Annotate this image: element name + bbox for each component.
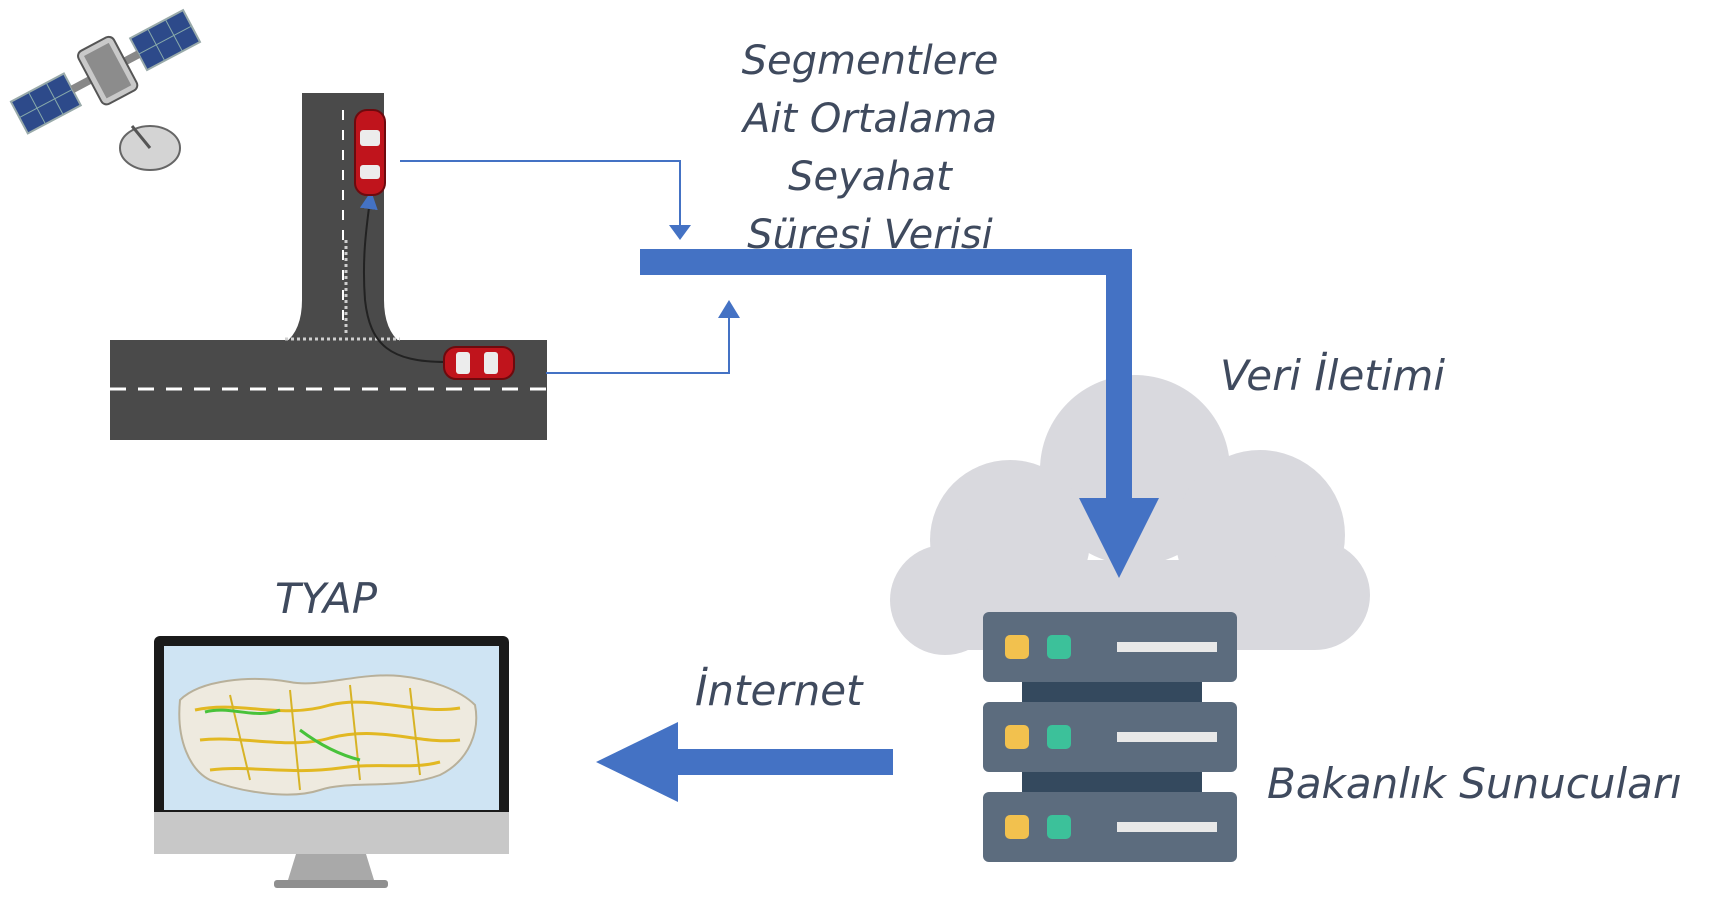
map-icon <box>178 674 478 796</box>
segment-label-line: Segmentlere <box>741 38 999 84</box>
satellite-icon <box>9 8 202 171</box>
segment-label-line: Seyahat <box>788 154 952 200</box>
arrowhead <box>1079 498 1159 578</box>
arrowhead <box>596 722 678 802</box>
data-transmission-label: Veri İletimi <box>1220 351 1446 400</box>
ministry-servers-label: Bakanlık Sunucuları <box>1267 759 1682 808</box>
server-icon <box>983 612 1237 862</box>
tyap-label: TYAP <box>275 574 378 623</box>
connector-arrow <box>400 160 681 228</box>
segment-label-line: Ait Ortalama <box>742 96 998 142</box>
arrowhead <box>669 225 691 240</box>
cloud-icon <box>890 375 1370 655</box>
monitor-icon <box>154 636 509 888</box>
arrowhead <box>718 300 740 318</box>
segment-data-label: Segmentlere Ait Ortalama Seyahat Süresi … <box>700 32 1040 264</box>
data-flow-arrow <box>640 249 1132 510</box>
car-icon <box>443 346 515 380</box>
internet-label: İnternet <box>695 666 863 715</box>
connector-arrow <box>546 315 730 374</box>
segment-label-line: Süresi Verisi <box>747 212 993 258</box>
car-icon <box>354 109 386 196</box>
